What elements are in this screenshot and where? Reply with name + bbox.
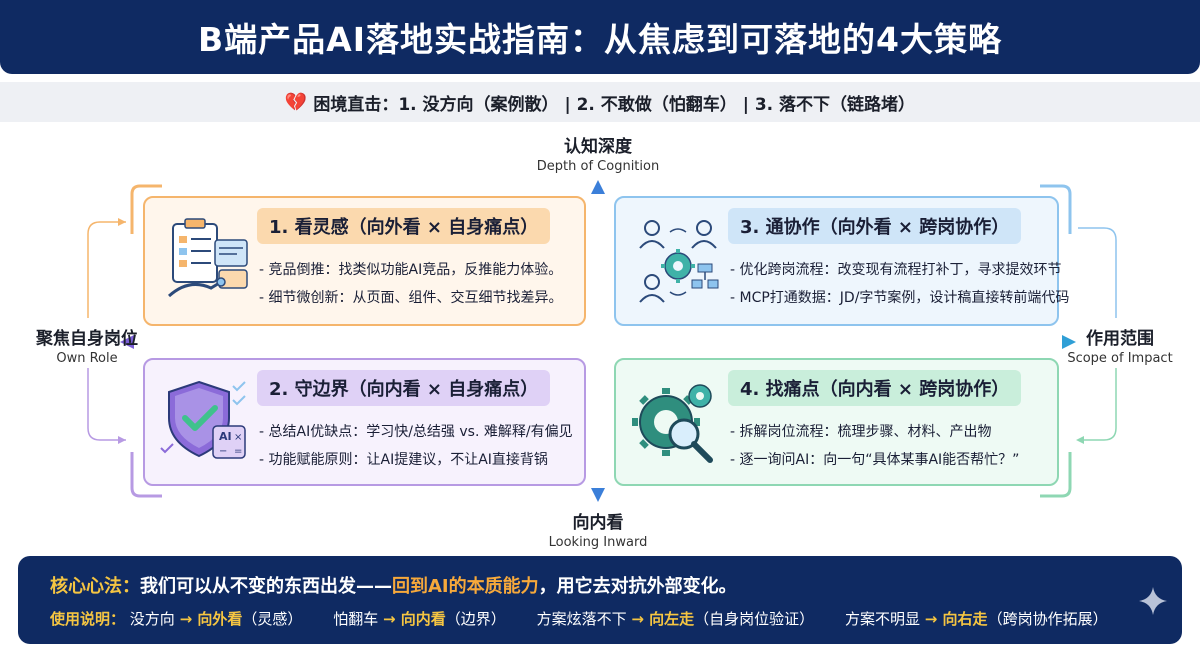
quadrant-bullets: - 竞品倒推：找类似功能AI竞品，反推能力体验。 - 细节微创新：从页面、组件、… <box>259 256 563 312</box>
bracket-top-left <box>130 184 162 234</box>
list-item: - MCP打通数据：JD/字节案例，设计稿直接转前端代码 <box>730 290 1070 306</box>
core-principle: 核心心法：我们可以从不变的东西出发——回到AI的本质能力，用它去对抗外部变化。 <box>50 572 737 598</box>
axis-label-left: 聚焦自身岗位 Own Role <box>36 329 138 366</box>
usage-item-from: 方案不明显 <box>844 610 920 628</box>
usage-item-note: （灵感） <box>242 610 303 628</box>
bracket-bottom-right <box>1040 452 1072 498</box>
left-loop-arrow-bottom <box>87 368 126 441</box>
list-item: - 总结AI优缺点：学习快/总结强 vs. 难解释/有偏见 <box>259 424 573 440</box>
page-title: B端产品AI落地实战指南：从焦虑到可落地的4大策略 <box>198 20 1002 59</box>
axis-label-bottom: 向内看 Looking Inward <box>548 513 648 550</box>
gear-magnifier-icon <box>630 378 726 468</box>
core-label: 核心心法： <box>50 576 140 597</box>
summary-box: 核心心法：我们可以从不变的东西出发——回到AI的本质能力，用它去对抗外部变化。 … <box>18 556 1182 644</box>
list-item: - 优化跨岗流程：改变现有流程打补丁，寻求提效环节 <box>730 262 1062 278</box>
list-item: - 功能赋能原则：让AI提建议，不让AI直接背锅 <box>259 452 548 468</box>
quadrant-collaboration: 3. 通协作（向外看 × 跨岗协作） - 优化跨岗流程：改变现有流程打补丁，寻求… <box>614 196 1069 326</box>
bracket-bottom-left <box>130 452 162 498</box>
title-bar: B端产品AI落地实战指南：从焦虑到可落地的4大策略 <box>0 0 1200 74</box>
usage-label: 使用说明： <box>50 610 126 628</box>
axis-arrow-down <box>591 488 605 502</box>
usage-item-to: → 向内看 <box>382 610 446 628</box>
quadrant-pain-points: 4. 找痛点（向内看 × 跨岗协作） - 拆解岗位流程：梳理步骤、材料、产出物 … <box>614 358 1059 486</box>
svg-text:AI: AI <box>219 430 232 443</box>
dilemma-bar: 💔 困境直击：1. 没方向（案例散） | 2. 不敢做（怕翻车） | 3. 落不… <box>0 82 1200 122</box>
right-loop-arrow-top <box>1078 227 1117 318</box>
sparkle-icon <box>1139 587 1167 615</box>
usage-item-from: 怕翻车 <box>333 610 379 628</box>
svg-text:=: = <box>234 446 242 457</box>
broken-heart-icon: 💔 <box>284 91 308 113</box>
quadrant-inspiration: 1. 看灵感（向外看 × 自身痛点） - 竞品倒推：找类似功能AI竞品，反推能力… <box>143 196 586 326</box>
quadrant-title: 2. 守边界（向内看 × 自身痛点） <box>257 370 551 406</box>
svg-text:×: × <box>234 432 242 443</box>
usage-item-from: 没方向 <box>129 610 175 628</box>
shield-check-ai-icon: AI × − = <box>159 378 255 468</box>
bracket-top-right <box>1040 184 1072 234</box>
dilemma-text: 困境直击：1. 没方向（案例散） | 2. 不敢做（怕翻车） | 3. 落不下（… <box>313 94 916 115</box>
usage-item-note: （跨岗协作拓展） <box>987 610 1108 628</box>
quadrant-bullets: - 优化跨岗流程：改变现有流程打补丁，寻求提效环节 - MCP打通数据：JD/字… <box>730 256 1069 312</box>
axis-arrow-left <box>120 335 134 349</box>
clipboard-robot-icon <box>159 216 255 306</box>
quadrant-bullets: - 总结AI优缺点：学习快/总结强 vs. 难解释/有偏见 - 功能赋能原则：让… <box>259 418 573 474</box>
list-item: - 细节微创新：从页面、组件、交互细节找差异。 <box>259 290 563 306</box>
core-highlight: 回到AI的本质能力 <box>392 576 539 597</box>
usage-item-note: （边界） <box>445 610 506 628</box>
right-loop-arrow-bottom <box>1078 368 1117 441</box>
usage-item-note: （自身岗位验证） <box>694 610 815 628</box>
list-item: - 竞品倒推：找类似功能AI竞品，反推能力体验。 <box>259 262 563 278</box>
axis-label-top: 认知深度 Depth of Cognition <box>536 137 660 174</box>
quadrant-bullets: - 拆解岗位流程：梳理步骤、材料、产出物 - 逐一询问AI：向一句“具体某事AI… <box>730 418 1019 474</box>
usage-item-from: 方案炫落不下 <box>536 610 627 628</box>
list-item: - 逐一询问AI：向一句“具体某事AI能否帮忙？” <box>730 452 1020 468</box>
usage-item-to: → 向右走 <box>924 610 988 628</box>
axis-arrow-right <box>1062 335 1076 349</box>
quadrant-title: 4. 找痛点（向内看 × 跨岗协作） <box>728 370 1022 406</box>
axis-label-right: 作用范围 Scope of Impact <box>1067 329 1173 366</box>
core-text-a: 我们可以从不变的东西出发—— <box>140 576 392 597</box>
svg-text:−: − <box>219 446 227 457</box>
quadrant-title: 1. 看灵感（向外看 × 自身痛点） <box>257 208 551 244</box>
usage-item-to: → 向外看 <box>179 610 243 628</box>
usage-item-to: → 向左走 <box>631 610 695 628</box>
quadrant-boundary: AI × − = 2. 守边界（向内看 × 自身痛点） - 总结AI优缺点：学习… <box>143 358 586 486</box>
list-item: - 拆解岗位流程：梳理步骤、材料、产出物 <box>730 424 992 440</box>
axis-arrow-up <box>591 180 605 194</box>
left-loop-arrow-top <box>87 221 126 318</box>
quadrant-title: 3. 通协作（向外看 × 跨岗协作） <box>728 208 1022 244</box>
team-gear-flow-icon <box>630 216 726 306</box>
core-text-b: ，用它去对抗外部变化。 <box>538 576 737 597</box>
usage-guide: 使用说明： 没方向 → 向外看（灵感） 怕翻车 → 向内看（边界） 方案炫落不下… <box>50 608 1108 629</box>
